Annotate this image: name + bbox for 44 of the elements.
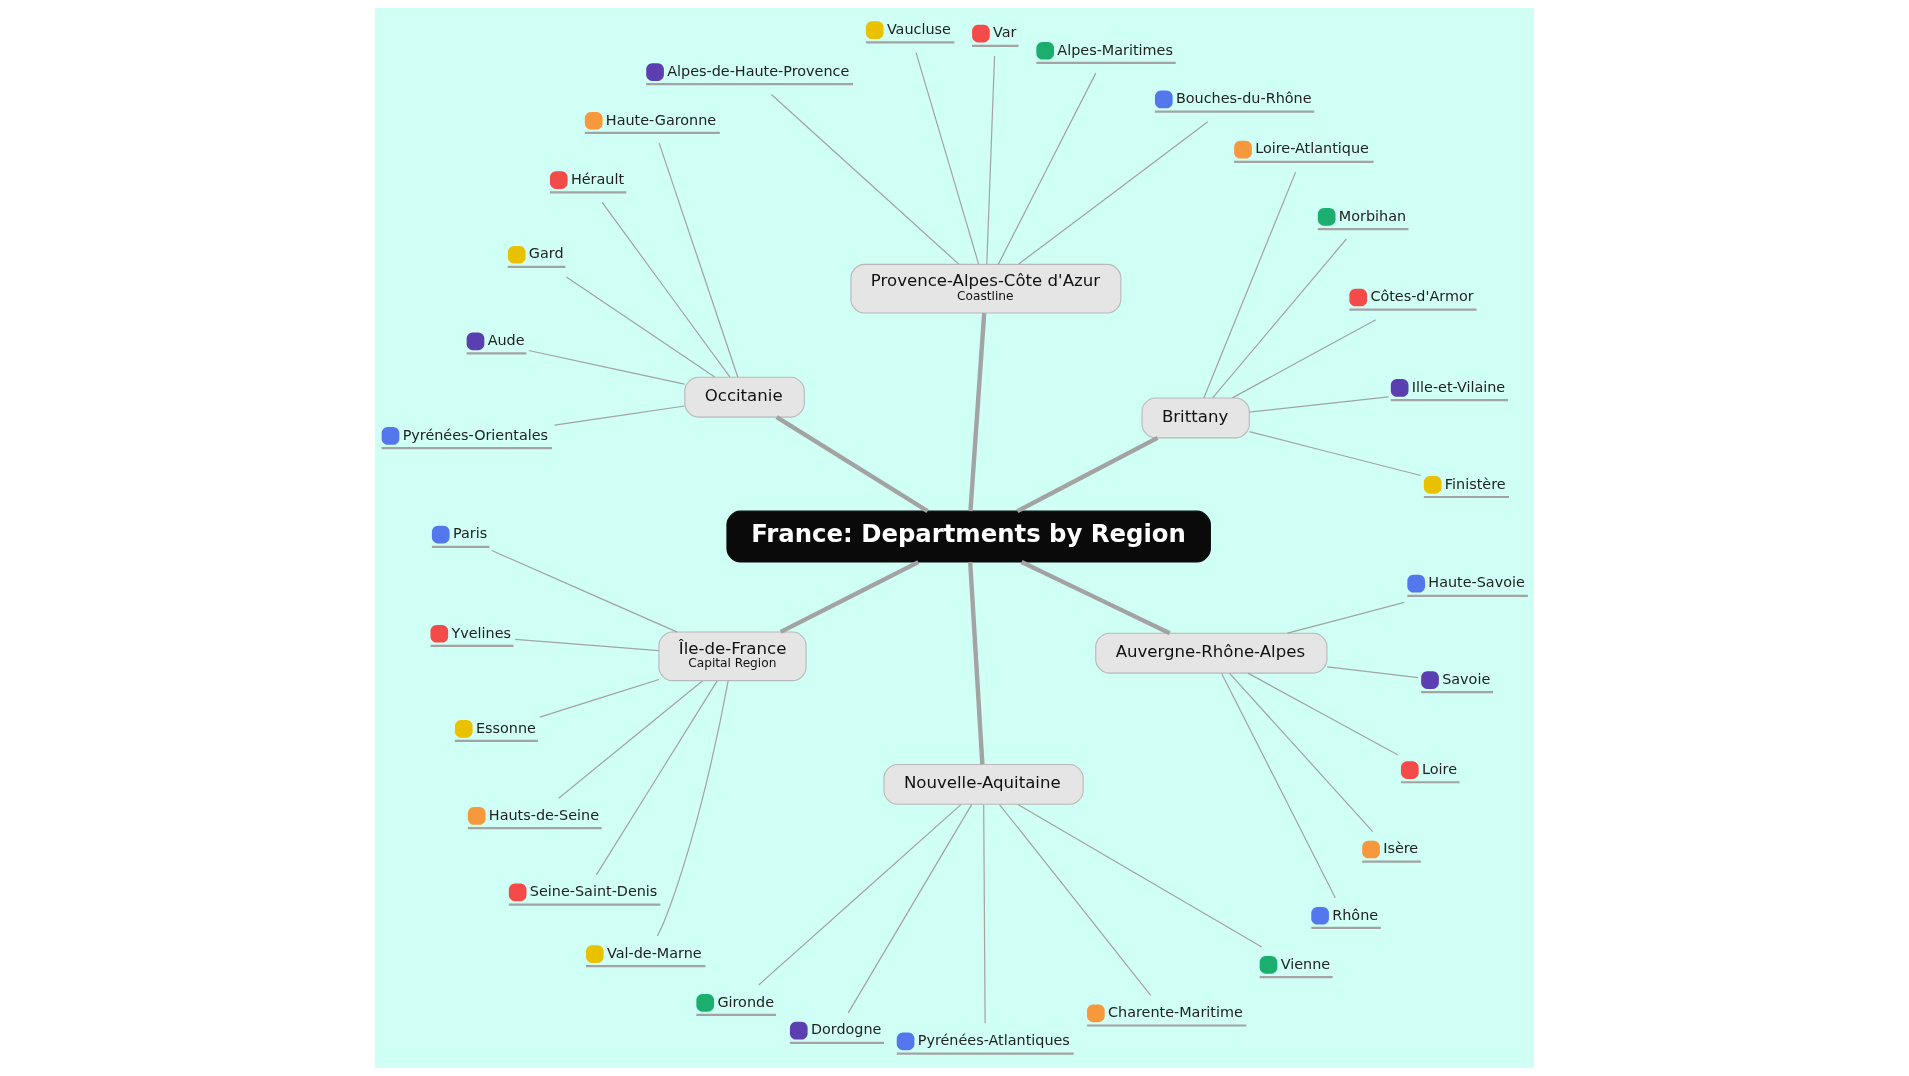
connector — [847, 803, 973, 1014]
connector — [565, 276, 716, 378]
connector — [491, 549, 678, 633]
connector — [1286, 601, 1405, 634]
connector — [997, 72, 1097, 265]
node-box: Occitanie — [684, 376, 805, 418]
node-box: Auvergne-Rhône-Alpes — [1095, 632, 1328, 674]
connector — [1228, 672, 1374, 833]
connector — [779, 560, 920, 634]
connector — [770, 93, 960, 265]
node-box: France: Departments by Region — [726, 510, 1211, 563]
node-box: Brittany — [1141, 397, 1250, 439]
connector — [1247, 672, 1399, 756]
connector — [775, 415, 929, 513]
connector — [998, 803, 1152, 996]
connector — [758, 803, 962, 986]
connector — [595, 680, 718, 876]
connector — [1203, 171, 1297, 399]
connector — [656, 680, 729, 937]
connector — [601, 201, 731, 378]
connector — [968, 312, 987, 512]
connector — [553, 405, 686, 426]
connector — [915, 51, 980, 265]
connector — [1017, 803, 1263, 948]
connector — [1212, 238, 1347, 399]
connector — [1016, 435, 1159, 514]
connector — [983, 804, 986, 1024]
node-box: Provence-Alpes-Côte d'Azur Coastline — [850, 263, 1122, 314]
connector — [658, 142, 739, 378]
connector — [514, 638, 660, 652]
connector — [1221, 672, 1336, 899]
connector — [1248, 431, 1422, 477]
connector — [1326, 666, 1419, 679]
node-box: Nouvelle-Aquitaine — [883, 763, 1084, 805]
connector — [1248, 396, 1390, 413]
connector — [558, 680, 703, 799]
connector — [986, 55, 996, 265]
connector — [539, 678, 660, 718]
node-box: Île-de-France Capital Region — [658, 631, 807, 682]
connector — [968, 562, 985, 765]
connector — [1231, 319, 1377, 399]
connector — [528, 349, 686, 385]
connector — [1020, 560, 1171, 636]
connector — [1017, 121, 1209, 265]
